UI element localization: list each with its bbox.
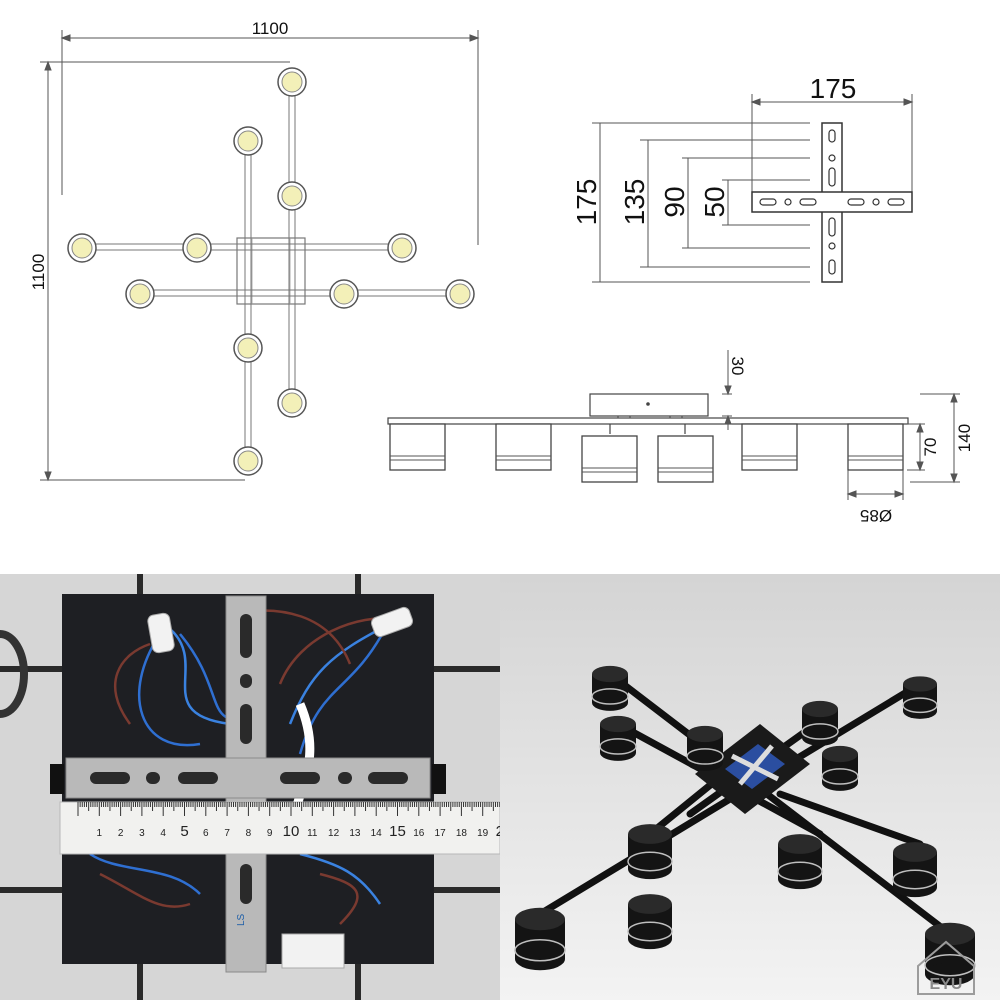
bracket-height-label-2: 135 bbox=[619, 179, 650, 226]
ruler-label: 3 bbox=[139, 828, 145, 839]
ruler-label: 13 bbox=[349, 828, 361, 839]
overall-height-label: 140 bbox=[955, 424, 974, 452]
watermark: EYU bbox=[917, 940, 975, 995]
ruler-label: 1 bbox=[97, 828, 103, 839]
ruler-label: 10 bbox=[283, 823, 300, 840]
chandelier-center-box bbox=[695, 724, 810, 814]
center-canopy-box bbox=[236, 237, 306, 305]
diameter-dimension bbox=[846, 470, 905, 500]
lamp-head bbox=[387, 233, 417, 263]
width-dimension bbox=[60, 30, 480, 245]
shade bbox=[847, 423, 904, 471]
height-dimension bbox=[40, 60, 290, 482]
ruler-label: 7 bbox=[224, 828, 230, 839]
bracket-slots bbox=[759, 129, 905, 275]
bracket-drawing: 175 175 135 90 50 bbox=[560, 60, 1000, 300]
ruler-label: 17 bbox=[435, 828, 447, 839]
lamp-head bbox=[67, 233, 97, 263]
chandelier-photo: EYU bbox=[500, 574, 1000, 1000]
chandelier-lamp bbox=[591, 665, 629, 711]
shade bbox=[581, 435, 638, 483]
bracket-width-label: 175 bbox=[810, 73, 857, 104]
top-view-drawing: 1100 1100 bbox=[0, 0, 520, 560]
shade bbox=[657, 435, 714, 483]
bracket-height-label-1: 175 bbox=[571, 179, 602, 226]
bracket-width-dimension bbox=[750, 94, 914, 200]
ruler-label: 9 bbox=[267, 828, 273, 839]
ruler-label: 5 bbox=[180, 823, 188, 840]
ruler-label: 15 bbox=[389, 823, 406, 840]
lamp-head bbox=[233, 333, 263, 363]
connectors bbox=[147, 606, 414, 969]
watermark-text: EYU bbox=[930, 976, 963, 993]
ruler-label: 19 bbox=[477, 828, 489, 839]
shades bbox=[389, 423, 904, 483]
chandelier-lamp bbox=[892, 842, 938, 898]
diameter-label: Ø85 bbox=[860, 506, 892, 525]
chandelier-lamp bbox=[821, 745, 859, 791]
ruler-label: 2 bbox=[118, 828, 124, 839]
lamp-head bbox=[182, 233, 212, 263]
shade bbox=[389, 423, 446, 471]
bracket-plate bbox=[65, 595, 431, 973]
width-label: 1100 bbox=[252, 19, 289, 38]
ruler-label: 8 bbox=[246, 828, 252, 839]
shade-height-label: 70 bbox=[921, 438, 940, 457]
chandelier-lamp bbox=[627, 824, 673, 880]
ruler: 1234678911121314161718195101520 bbox=[59, 801, 500, 855]
ruler-label: 11 bbox=[307, 828, 318, 839]
ruler-label: 14 bbox=[371, 828, 383, 839]
side-view-drawing: 30 140 70 bbox=[380, 340, 1000, 530]
height-label: 1100 bbox=[29, 254, 48, 291]
lamp-head bbox=[277, 181, 307, 211]
wires bbox=[89, 609, 396, 925]
chandelier-lamps bbox=[514, 665, 976, 986]
lamp-head bbox=[277, 67, 307, 97]
bracket-height-label-3: 90 bbox=[659, 186, 690, 217]
chandelier-lamp bbox=[777, 834, 823, 890]
shade bbox=[495, 423, 552, 471]
lamp-head bbox=[125, 279, 155, 309]
lamp-head bbox=[329, 279, 359, 309]
ruler-label: 4 bbox=[160, 828, 166, 839]
bracket-plate-slots bbox=[90, 614, 408, 904]
ruler-label: 6 bbox=[203, 828, 209, 839]
bracket-height-label-4: 50 bbox=[699, 186, 730, 217]
canopy-label: 30 bbox=[728, 357, 747, 376]
lamp-head bbox=[277, 388, 307, 418]
chandelier-lamp bbox=[902, 676, 938, 719]
lamp-head bbox=[445, 279, 475, 309]
ruler-label: 16 bbox=[413, 828, 425, 839]
ruler-label: 18 bbox=[456, 828, 468, 839]
bracket-stamp: LS bbox=[236, 913, 247, 926]
lamp-heads bbox=[67, 67, 475, 476]
canopy-dimension bbox=[722, 350, 732, 430]
cross-bracket bbox=[751, 122, 913, 283]
shade bbox=[741, 423, 798, 471]
lamp-head bbox=[233, 446, 263, 476]
chandelier-lamp bbox=[599, 715, 637, 761]
arms bbox=[80, 80, 462, 462]
arm-bar bbox=[387, 417, 909, 425]
overall-height-dimension bbox=[910, 392, 960, 484]
bracket-height-dimensions bbox=[592, 122, 810, 283]
chandelier-lamp bbox=[627, 894, 673, 950]
ruler-label: 20 bbox=[496, 823, 500, 840]
chandelier-lamp bbox=[514, 907, 566, 971]
lamp-head bbox=[233, 126, 263, 156]
shade-height-dimension bbox=[907, 422, 925, 472]
ruler-label: 12 bbox=[328, 828, 340, 839]
chandelier-lamp bbox=[801, 700, 839, 746]
wiring-box-photo: LS 1234678911121314161718195101520 bbox=[0, 574, 500, 1000]
chandelier-lamp bbox=[686, 725, 724, 771]
